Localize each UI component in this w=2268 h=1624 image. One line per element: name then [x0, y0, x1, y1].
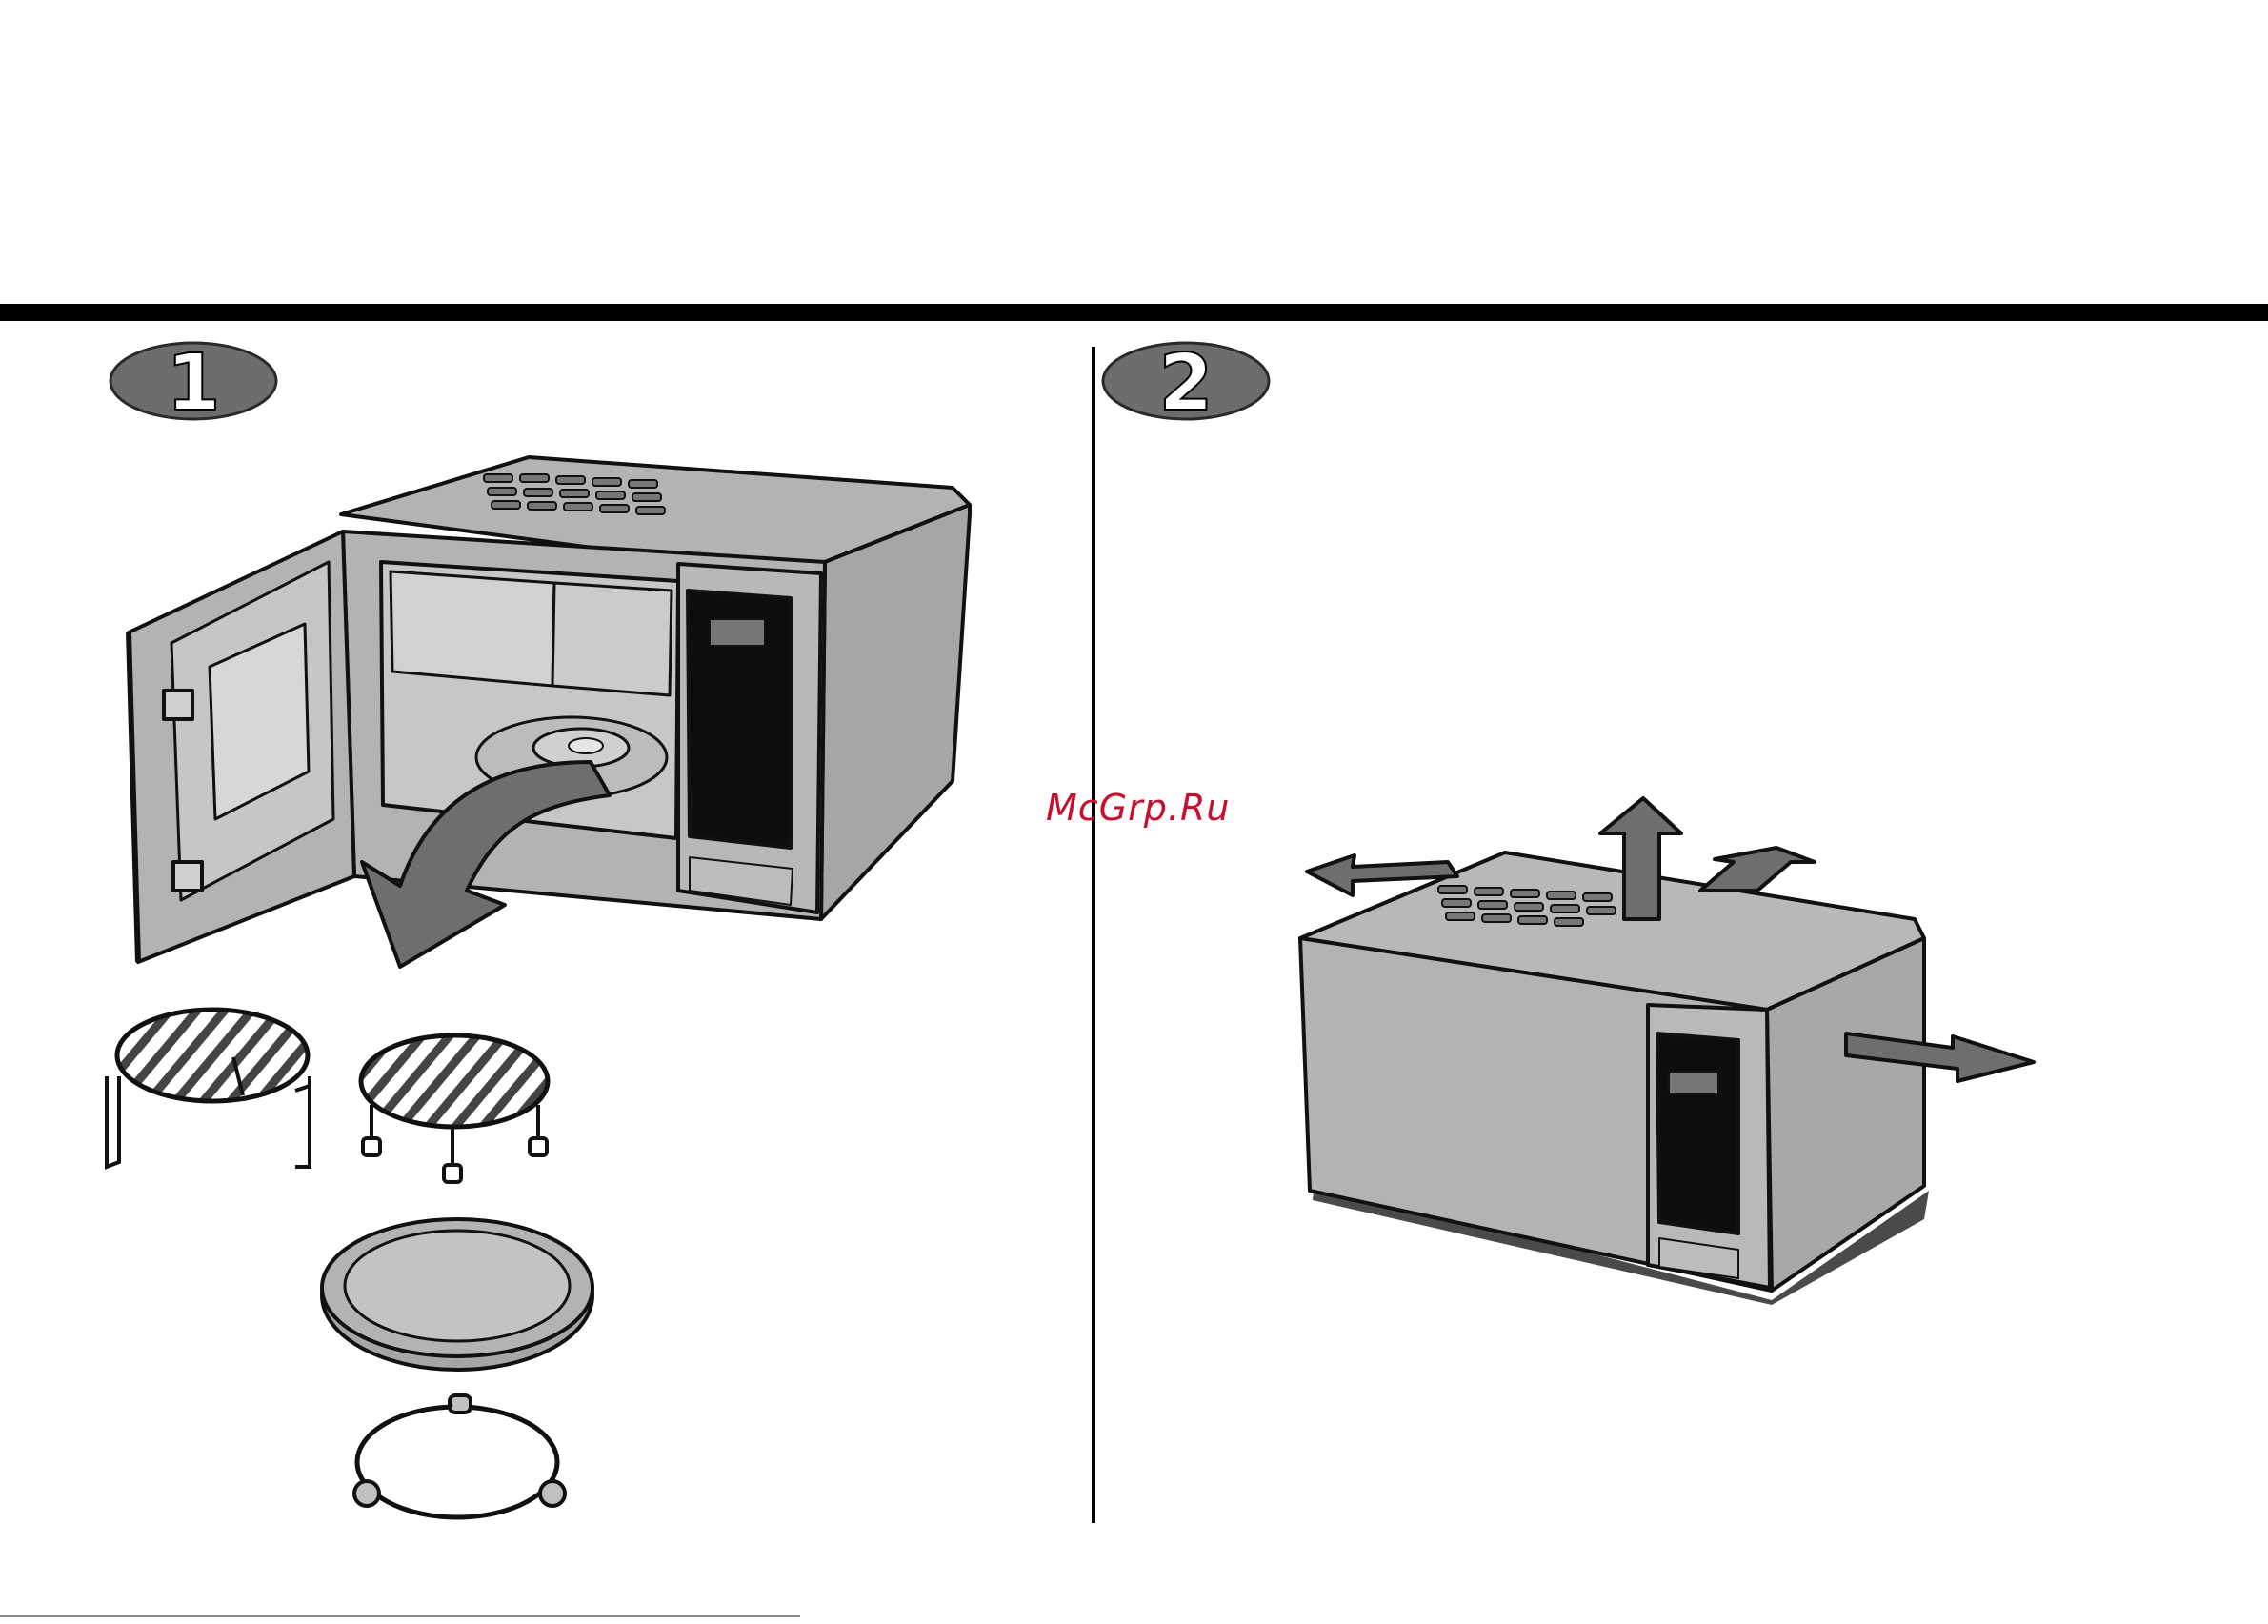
microwave-clearance-icon: [1300, 852, 1929, 1305]
high-rack-icon: [107, 1010, 310, 1167]
watermark: McGrp.Ru: [1046, 787, 1230, 829]
roller-ring-icon: [354, 1395, 565, 1517]
step-2-badge: 2: [1103, 338, 1269, 429]
step-1-badge: 1: [110, 338, 276, 429]
glass-tray-icon: [322, 1219, 592, 1370]
top-rule: [0, 304, 2268, 321]
step-2-number: 2: [1158, 338, 1213, 429]
column-divider: [1092, 347, 1095, 1523]
microwave-open-door-icon: [129, 457, 970, 962]
low-rack-icon: [361, 1035, 548, 1182]
arrow-back-icon: [1700, 848, 1815, 891]
step-1-number: 1: [166, 338, 220, 429]
